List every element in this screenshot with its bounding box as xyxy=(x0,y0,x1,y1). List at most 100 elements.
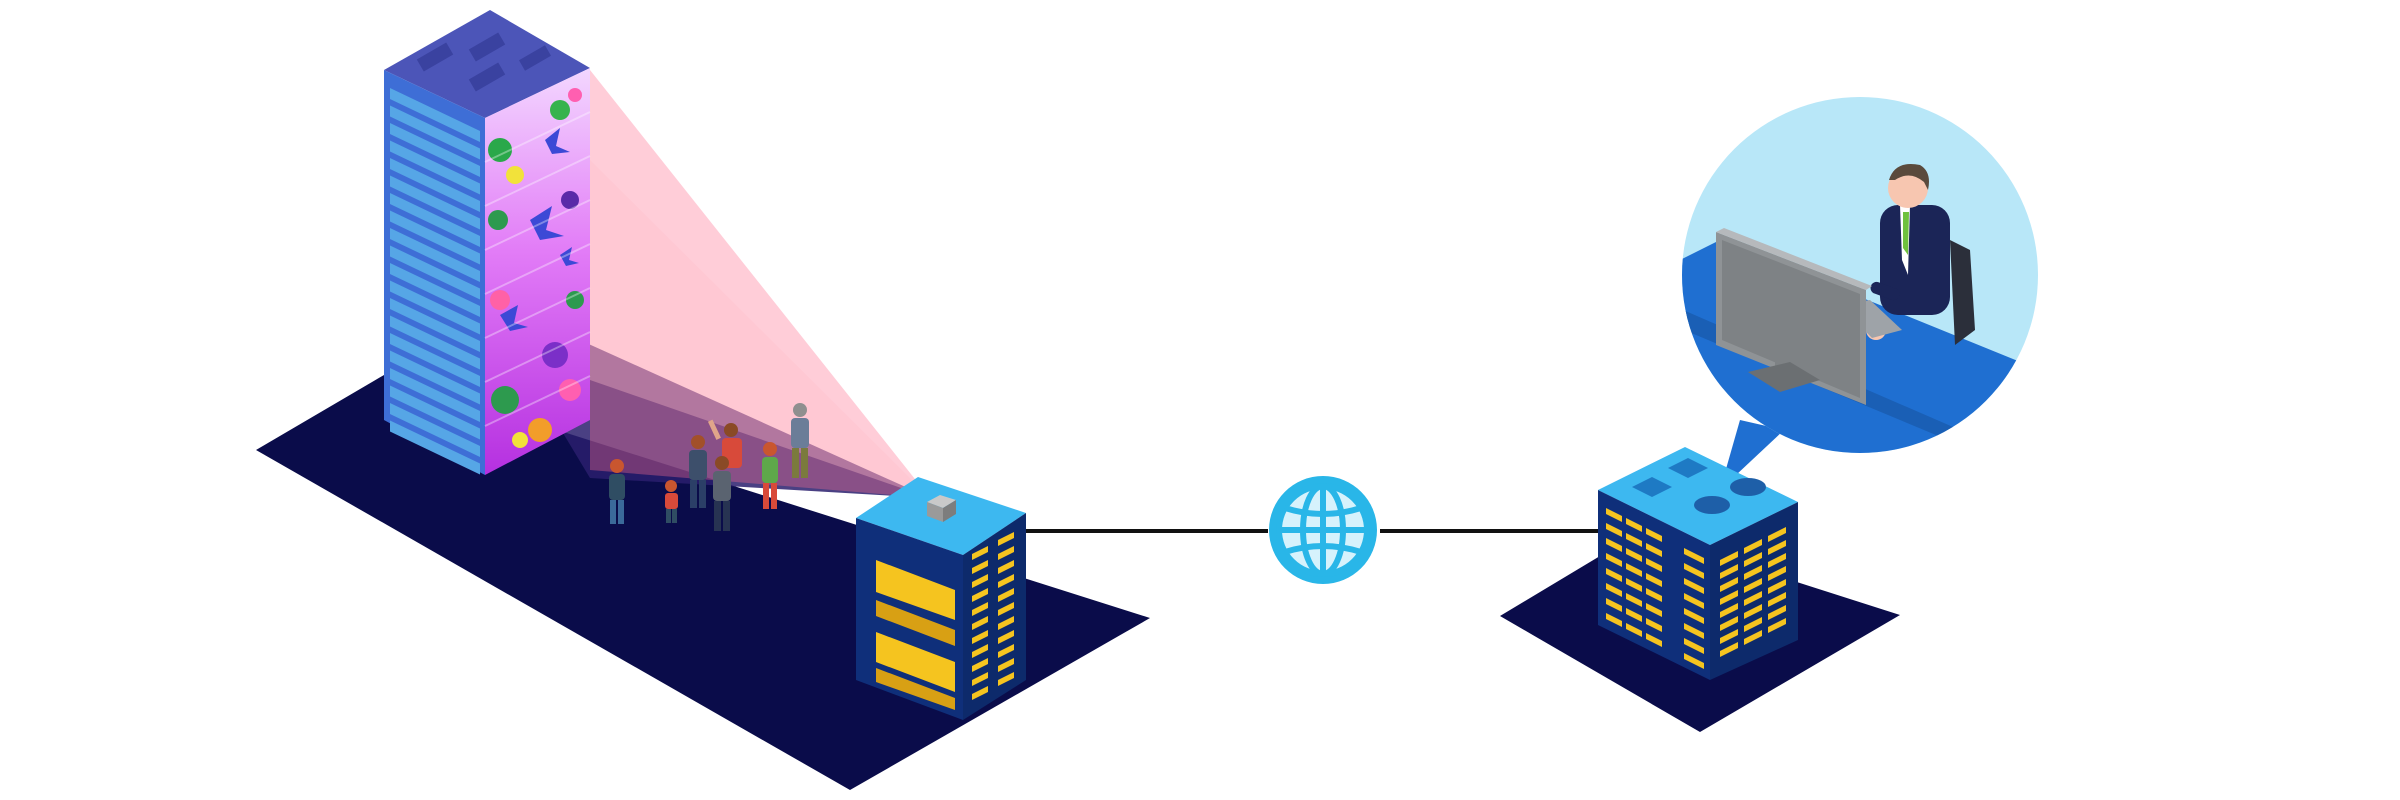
screen-divider xyxy=(484,155,591,207)
window xyxy=(1646,543,1662,557)
display-tower-windows xyxy=(390,88,480,475)
window xyxy=(1606,538,1622,552)
window xyxy=(972,560,988,574)
window xyxy=(972,574,988,588)
window xyxy=(1744,565,1762,580)
tower-window-row xyxy=(390,403,480,457)
window xyxy=(972,686,988,700)
window xyxy=(1720,616,1738,631)
screen-divider xyxy=(484,111,591,163)
tower-window-row xyxy=(390,193,480,247)
window xyxy=(1720,551,1738,566)
person xyxy=(713,456,731,531)
window xyxy=(1626,533,1642,547)
window xyxy=(1646,618,1662,632)
window xyxy=(1606,583,1622,597)
tower-window-row xyxy=(390,105,480,160)
window xyxy=(1720,642,1738,657)
computer-monitor xyxy=(1716,228,1872,405)
screen-divider xyxy=(484,375,591,427)
control-building-front-windows xyxy=(1606,508,1704,669)
window xyxy=(1768,579,1786,594)
globe-icon xyxy=(1269,476,1377,584)
window xyxy=(972,602,988,616)
window xyxy=(1684,608,1704,624)
window xyxy=(1646,603,1662,617)
window xyxy=(972,630,988,644)
control-building xyxy=(1598,447,1798,680)
window xyxy=(998,658,1014,672)
window xyxy=(1720,564,1738,579)
window xyxy=(1646,558,1662,572)
window xyxy=(1720,577,1738,592)
operator-bubble xyxy=(1682,97,2038,490)
window xyxy=(1626,518,1642,532)
tower-window-row xyxy=(390,298,480,352)
person xyxy=(762,442,778,509)
window xyxy=(1720,590,1738,605)
window xyxy=(998,560,1014,574)
window xyxy=(1744,617,1762,632)
control-building-roof xyxy=(1598,447,1798,545)
projector-building xyxy=(856,477,1026,720)
display-tower-screen-lines xyxy=(484,111,591,427)
window xyxy=(1646,573,1662,587)
person xyxy=(665,480,678,523)
window xyxy=(1768,605,1786,620)
window xyxy=(1626,578,1642,592)
window xyxy=(1684,623,1704,639)
window xyxy=(1626,608,1642,622)
window xyxy=(1684,593,1704,609)
window xyxy=(1606,613,1622,627)
projector-building-windows xyxy=(972,532,1014,700)
display-tower-roof xyxy=(384,10,590,118)
window xyxy=(1684,578,1704,594)
screen-divider xyxy=(484,331,591,383)
window xyxy=(1646,588,1662,602)
window xyxy=(1684,548,1704,564)
window xyxy=(1720,603,1738,618)
window xyxy=(1744,604,1762,619)
screen-divider xyxy=(484,199,591,251)
person xyxy=(689,435,707,508)
window xyxy=(1768,566,1786,581)
projection-shadow xyxy=(480,295,930,498)
window xyxy=(972,588,988,602)
tower-window-row xyxy=(390,315,480,370)
projection-beam-core xyxy=(590,160,930,498)
tower-window-row xyxy=(390,228,480,282)
window xyxy=(972,546,988,560)
window xyxy=(998,644,1014,658)
tower-window-row xyxy=(390,210,480,265)
window xyxy=(1684,563,1704,579)
window xyxy=(972,672,988,686)
window xyxy=(1626,623,1642,637)
window xyxy=(998,616,1014,630)
window xyxy=(998,546,1014,560)
window xyxy=(1606,523,1622,537)
window xyxy=(1626,548,1642,562)
screen-divider xyxy=(484,243,591,295)
window xyxy=(1606,568,1622,582)
window xyxy=(1744,630,1762,645)
tower-window-row xyxy=(390,420,480,475)
person xyxy=(609,459,625,524)
window xyxy=(1744,591,1762,606)
tower-window-row xyxy=(390,368,480,422)
window xyxy=(1684,653,1704,669)
window xyxy=(1646,528,1662,542)
control-site xyxy=(1500,97,2038,732)
window xyxy=(998,672,1014,686)
window xyxy=(972,616,988,630)
window xyxy=(1606,553,1622,567)
window xyxy=(972,644,988,658)
window xyxy=(1768,553,1786,568)
window xyxy=(998,574,1014,588)
window xyxy=(1684,638,1704,654)
window xyxy=(1606,508,1622,522)
window xyxy=(1626,563,1642,577)
window xyxy=(998,532,1014,546)
tower-window-row xyxy=(390,385,480,440)
tower-window-row xyxy=(390,123,480,177)
